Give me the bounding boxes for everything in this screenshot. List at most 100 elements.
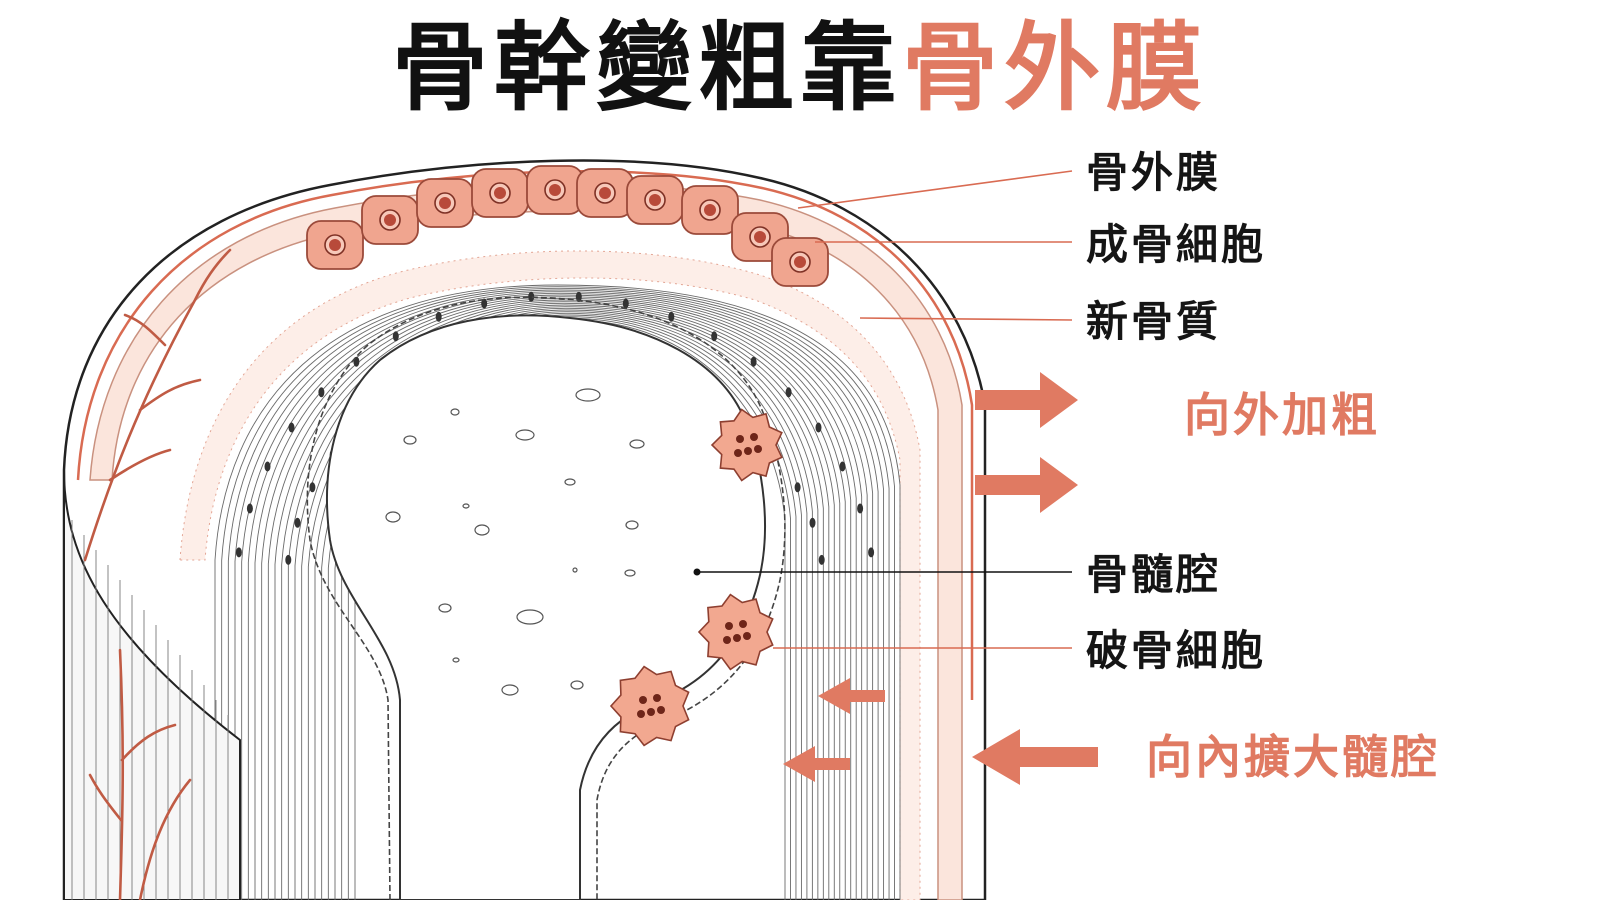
pore [572, 567, 578, 573]
lacuna-dot [794, 482, 801, 493]
lacuna-dot [622, 298, 629, 309]
osteoclast-cell [697, 593, 774, 671]
new-bone-matrix [179, 250, 921, 901]
osteoclast-cell [710, 408, 783, 482]
cell-nucleus [649, 194, 661, 206]
pore [570, 680, 584, 690]
marrow-pores [385, 388, 645, 696]
lacuna-dot [575, 291, 582, 302]
pore [625, 520, 639, 530]
lamella-line [227, 287, 890, 900]
pore [452, 657, 460, 663]
cell-nucleus [384, 214, 396, 226]
osteoclast-nucleus [734, 449, 742, 457]
note-inward: 向內擴大髓腔 [1146, 730, 1440, 784]
lacuna-dot [318, 387, 325, 398]
lacuna-dot [750, 356, 757, 367]
pore [564, 478, 576, 486]
osteoblast-row [306, 165, 829, 287]
cell-nucleus [754, 231, 766, 243]
osteoclast-nucleus [736, 435, 744, 443]
label-marrow-cavity: 骨髓腔 [1086, 550, 1222, 599]
lamella-line [281, 301, 846, 900]
pore [575, 388, 601, 402]
pore [462, 503, 470, 509]
lacuna-dot [785, 387, 792, 398]
cell-nucleus [494, 187, 506, 199]
pore [501, 684, 519, 696]
lamella-line [221, 286, 895, 900]
label-osteoblast: 成骨細胞 [1086, 220, 1267, 269]
osteoblast-cell [576, 168, 634, 218]
lacuna-dot [815, 422, 822, 433]
osteoclast-body [609, 665, 690, 747]
inward-arrows [783, 678, 1098, 785]
pore [450, 408, 460, 416]
osteoblast-cell [626, 175, 684, 225]
osteoclast-nucleus [750, 433, 758, 441]
lacuna-dot [818, 554, 825, 565]
pore [515, 429, 535, 441]
cell-nucleus [329, 239, 341, 251]
cut-face-lines [71, 520, 229, 900]
lacuna-dot [435, 311, 442, 322]
lacuna-dot [264, 461, 271, 472]
pore [385, 511, 401, 523]
lamella-line [241, 291, 879, 900]
label-osteoclast: 破骨細胞 [1086, 626, 1267, 675]
osteoclast-nucleus [657, 706, 665, 714]
lacuna-dot [668, 311, 675, 322]
lamella-line [261, 296, 863, 900]
osteoclast-nucleus [637, 710, 645, 718]
title-main: 骨幹變粗靠 [392, 12, 902, 124]
osteoclast-nucleus [744, 447, 752, 455]
osteoclast-cell [609, 665, 690, 747]
osteoclast-nucleus [754, 445, 762, 453]
osteoclast-nucleus [743, 632, 751, 640]
lacuna-dot [288, 422, 295, 433]
lacuna-dot [246, 503, 253, 514]
blood-vessels [83, 248, 232, 902]
lamella-line [287, 302, 841, 900]
lacuna-dot [285, 554, 292, 565]
osteoblast-cell [526, 165, 584, 215]
page-title: 骨幹變粗靠骨外膜 [0, 8, 1600, 128]
osteoclast-body [697, 593, 774, 671]
pore [403, 435, 417, 445]
label-new-matrix: 新骨質 [1086, 297, 1222, 346]
endosteum-outline [306, 296, 786, 901]
osteoclast-body [710, 408, 783, 482]
osteoblast-cell [306, 220, 364, 270]
cell-nucleus [599, 187, 611, 199]
lacuna-dot [309, 482, 316, 493]
osteoblast-cell [771, 237, 829, 287]
label-periosteum: 骨外膜 [1086, 148, 1222, 197]
lamella-line [294, 304, 835, 900]
note-outward: 向外加粗 [1184, 388, 1380, 442]
pore [516, 609, 544, 625]
lacuna-dot [711, 331, 718, 342]
osteoclast-nucleus [639, 696, 647, 704]
osteoblast-cell [471, 168, 529, 218]
leader-lines [693, 170, 1073, 649]
osteoclast-group [609, 408, 783, 747]
osteoclast-nucleus [723, 636, 731, 644]
lamella-line [234, 289, 885, 900]
osteoclast-nucleus [739, 620, 747, 628]
osteoclast-nucleus [653, 694, 661, 702]
lamella-line [274, 299, 852, 900]
pore [629, 439, 645, 449]
cell-nucleus [439, 197, 451, 209]
lacuna-dot [294, 517, 301, 528]
lacuna-dot [481, 298, 488, 309]
lamella-line [247, 292, 874, 900]
osteoclast-nucleus [733, 634, 741, 642]
osteoclast-nucleus [725, 622, 733, 630]
lacuna-dot [235, 547, 242, 558]
cell-nucleus [704, 204, 716, 216]
osteoblast-cell [681, 185, 739, 235]
lacuna-dot [857, 503, 864, 514]
osteoblast-cell [361, 195, 419, 245]
